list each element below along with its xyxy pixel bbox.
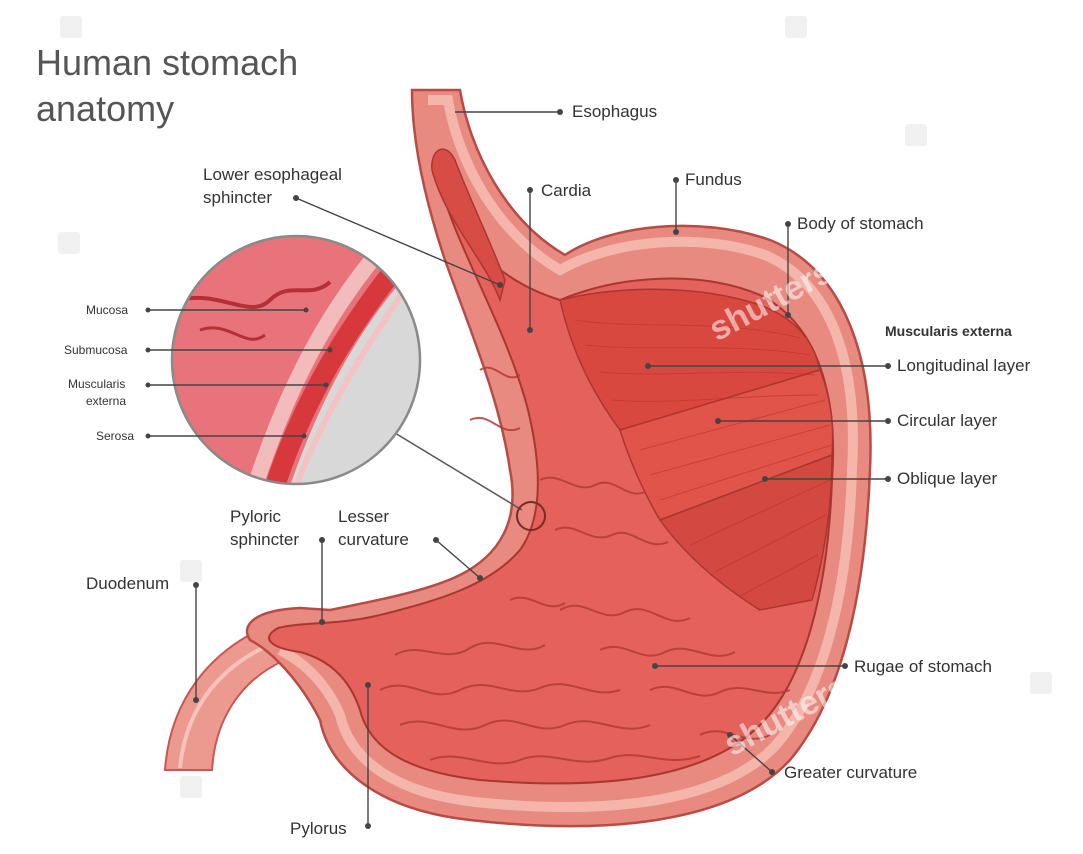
inset-label-serosa: Serosa [96, 429, 134, 444]
label-lower-esophageal-sphincter-2: sphincter [203, 187, 272, 209]
label-rugae-of-stomach: Rugae of stomach [854, 656, 992, 678]
inset-label-muscularis-1: Muscularis [68, 377, 125, 392]
label-lesser-curvature-1: Lesser [338, 506, 389, 528]
watermark-icon [58, 232, 80, 254]
label-circular-layer: Circular layer [897, 410, 997, 432]
label-fundus: Fundus [685, 169, 742, 191]
label-greater-curvature: Greater curvature [784, 762, 917, 784]
label-lower-esophageal-sphincter-1: Lower esophageal [203, 164, 342, 186]
label-pylorus: Pylorus [290, 818, 347, 840]
label-pyloric-sphincter-2: sphincter [230, 529, 299, 551]
label-oblique-layer: Oblique layer [897, 468, 997, 490]
watermark-icon [905, 124, 927, 146]
label-muscularis-externa: Muscularis externa [885, 320, 1012, 342]
inset-label-mucosa: Mucosa [86, 303, 128, 318]
inset-label-submucosa: Submucosa [64, 343, 127, 358]
watermark-icon [60, 16, 82, 38]
watermark-icon [785, 16, 807, 38]
label-duodenum: Duodenum [86, 573, 169, 595]
title-line-2: anatomy [36, 86, 298, 132]
label-esophagus: Esophagus [572, 101, 657, 123]
title-line-1: Human stomach [36, 40, 298, 86]
label-pyloric-sphincter-1: Pyloric [230, 506, 281, 528]
label-body-of-stomach: Body of stomach [797, 213, 924, 235]
label-lesser-curvature-2: curvature [338, 529, 409, 551]
page-title: Human stomach anatomy [36, 40, 298, 132]
watermark-icon [1030, 672, 1052, 694]
label-cardia: Cardia [541, 180, 591, 202]
inset-label-muscularis-2: externa [86, 394, 126, 409]
label-longitudinal-layer: Longitudinal layer [897, 355, 1030, 377]
watermark-icon [180, 560, 202, 582]
watermark-icon [180, 776, 202, 798]
